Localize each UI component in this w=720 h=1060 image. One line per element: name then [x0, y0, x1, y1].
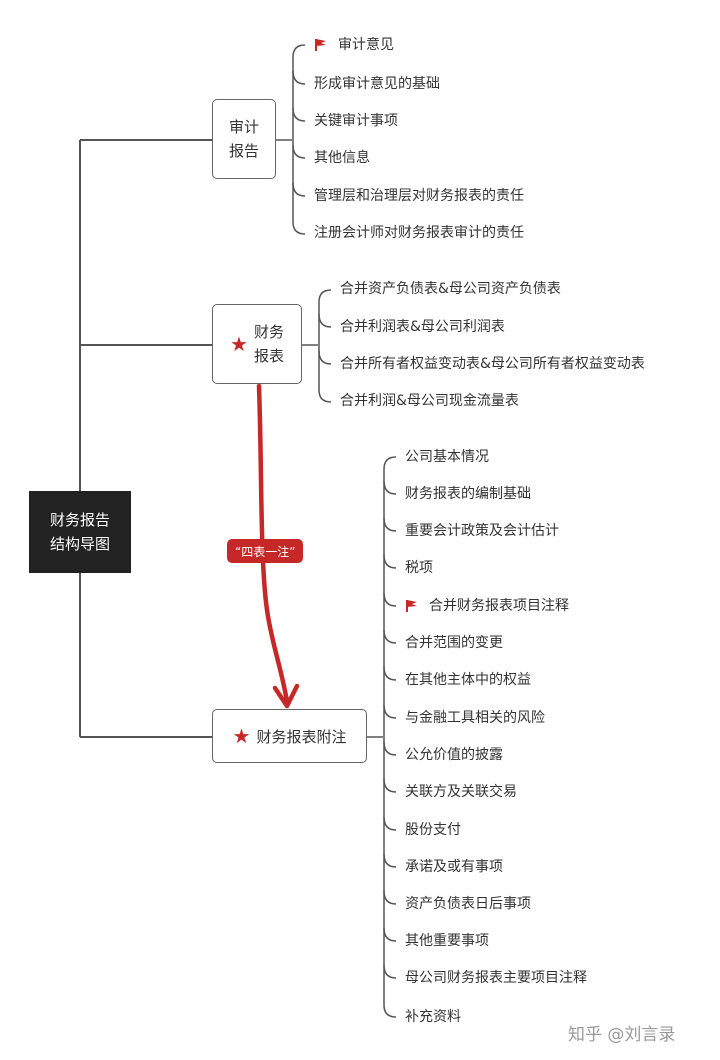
audit-report-title-line2: 报告 [228, 142, 259, 160]
note-item[interactable]: 在其他主体中的权益 [405, 671, 531, 689]
note-item-label: 合并范围的变更 [405, 635, 503, 651]
statement-item-label: 合并利润&母公司现金流量表 [340, 393, 519, 409]
statement-item[interactable]: 合并所有者权益变动表&母公司所有者权益变动表 [340, 355, 645, 373]
four-statements-one-note-badge: “四表一注” [227, 539, 304, 563]
note-item[interactable]: 母公司财务报表主要项目注释 [405, 969, 587, 987]
flag-icon [406, 600, 417, 612]
note-item[interactable]: 关联方及关联交易 [405, 783, 517, 801]
note-item-label: 其他重要事项 [405, 933, 489, 949]
note-item-label: 税项 [405, 560, 433, 576]
note-item[interactable]: 资产负债表日后事项 [405, 895, 531, 913]
note-item-label: 母公司财务报表主要项目注释 [405, 970, 587, 986]
relationship-arrow [256, 383, 290, 705]
note-item[interactable]: 其他重要事项 [405, 932, 489, 950]
note-item-label: 公司基本情况 [405, 449, 489, 465]
note-item[interactable]: 承诺及或有事项 [405, 858, 503, 876]
note-item-label: 财务报表的编制基础 [405, 486, 531, 502]
root-title-line1: 财务报告 [49, 511, 110, 529]
statement-item[interactable]: 合并利润表&母公司利润表 [340, 318, 505, 336]
audit-item[interactable]: 形成审计意见的基础 [314, 75, 440, 93]
star-icon: ★ [230, 332, 248, 356]
statement-item-label: 合并所有者权益变动表&母公司所有者权益变动表 [340, 356, 645, 372]
note-item-label: 股份支付 [405, 822, 461, 838]
note-item[interactable]: 合并财务报表项目注释 [405, 597, 569, 615]
statement-item-label: 合并资产负债表&母公司资产负债表 [340, 281, 561, 297]
watermark: 知乎 @刘言录 [568, 1025, 676, 1045]
audit-item[interactable]: 注册会计师对财务报表审计的责任 [314, 224, 524, 242]
statement-item[interactable]: 合并资产负债表&母公司资产负债表 [340, 280, 561, 298]
star-icon: ★ [232, 724, 251, 748]
note-item-label: 承诺及或有事项 [405, 859, 503, 875]
note-item-label: 公允价值的披露 [405, 747, 503, 763]
note-item[interactable]: 补充资料 [405, 1008, 461, 1026]
note-item-label: 重要会计政策及会计估计 [405, 523, 559, 539]
note-item[interactable]: 重要会计政策及会计估计 [405, 522, 559, 540]
notes-node[interactable]: ★ 财务报表附注 [212, 709, 367, 763]
note-item-label: 合并财务报表项目注释 [429, 598, 569, 614]
audit-item[interactable]: 审计意见 [314, 36, 394, 54]
financial-statements-title-line1: 财务 [253, 323, 284, 341]
audit-item[interactable]: 其他信息 [314, 149, 370, 167]
audit-report-node[interactable]: 审计 报告 [212, 99, 276, 179]
note-item[interactable]: 股份支付 [405, 821, 461, 839]
note-item[interactable]: 财务报表的编制基础 [405, 485, 531, 503]
audit-item[interactable]: 关键审计事项 [314, 112, 398, 130]
audit-report-title-line1: 审计 [228, 118, 259, 136]
note-item-label: 关联方及关联交易 [405, 784, 517, 800]
financial-statements-title-line2: 报表 [253, 347, 284, 365]
note-item[interactable]: 与金融工具相关的风险 [405, 709, 545, 727]
statement-item-label: 合并利润表&母公司利润表 [340, 319, 505, 335]
statement-item[interactable]: 合并利润&母公司现金流量表 [340, 392, 519, 410]
root-title-line2: 结构导图 [49, 535, 110, 553]
notes-title: 财务报表附注 [256, 727, 347, 746]
audit-item-label: 关键审计事项 [314, 113, 398, 129]
arrow-head-icon [272, 683, 300, 709]
audit-item-label: 其他信息 [314, 150, 370, 166]
audit-item[interactable]: 管理层和治理层对财务报表的责任 [314, 187, 524, 205]
note-item[interactable]: 公允价值的披露 [405, 746, 503, 764]
note-item-label: 在其他主体中的权益 [405, 672, 531, 688]
audit-item-label: 管理层和治理层对财务报表的责任 [314, 188, 524, 204]
note-item-label: 资产负债表日后事项 [405, 896, 531, 912]
note-item[interactable]: 合并范围的变更 [405, 634, 503, 652]
note-item[interactable]: 税项 [405, 559, 433, 577]
audit-item-label: 形成审计意见的基础 [314, 76, 440, 92]
note-item[interactable]: 公司基本情况 [405, 448, 489, 466]
note-item-label: 与金融工具相关的风险 [405, 710, 545, 726]
root-node: 财务报告 结构导图 [29, 491, 131, 573]
audit-item-label: 注册会计师对财务报表审计的责任 [314, 225, 524, 241]
financial-statements-node[interactable]: ★ 财务 报表 [212, 304, 302, 384]
flag-icon [315, 39, 326, 51]
note-item-label: 补充资料 [405, 1009, 461, 1025]
audit-item-label: 审计意见 [338, 37, 394, 53]
